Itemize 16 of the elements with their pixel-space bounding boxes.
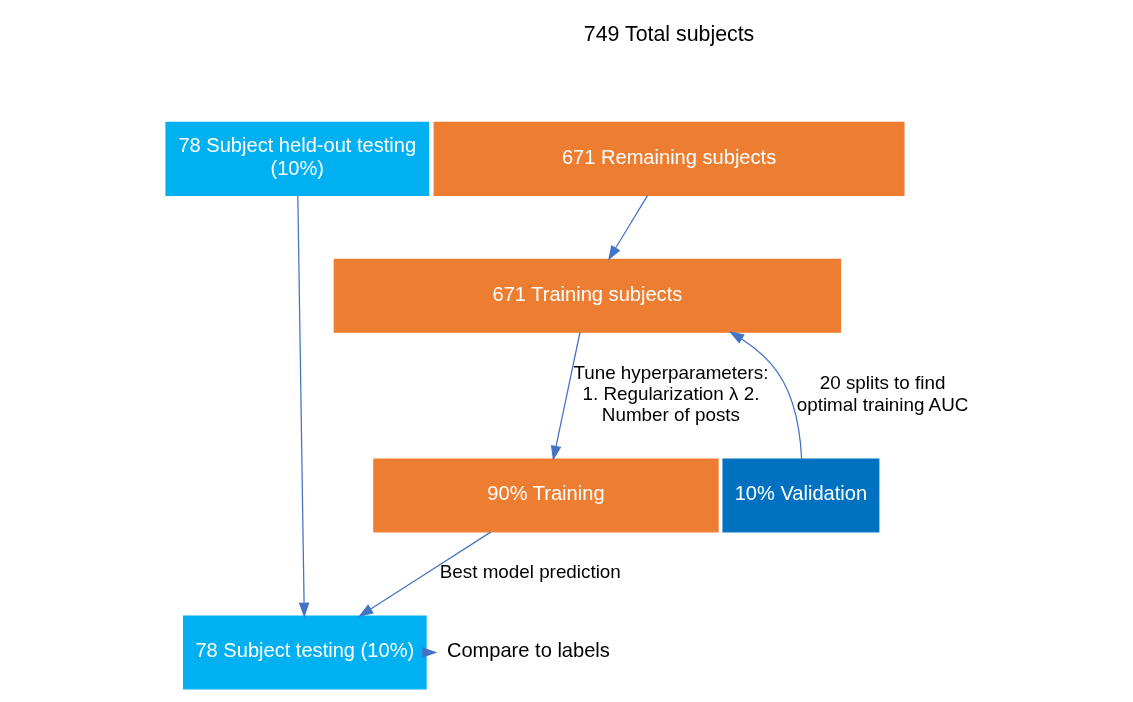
node-box: 78 Subject held-out testing (10%): [164, 121, 429, 196]
node-box: 671 Remaining subjects: [433, 121, 905, 196]
arrow: [421, 647, 437, 658]
arrow: [296, 194, 309, 618]
edge-label: 20 splits to find optimal training AUC: [796, 372, 968, 415]
arrow: [728, 331, 802, 460]
node-box: 90% Training: [372, 458, 719, 533]
arrow: [357, 531, 491, 617]
node-box: 671 Training subjects: [333, 258, 841, 333]
edge-label: Tune hyperparameters: 1. Regularization λ 2. Number of posts: [572, 361, 768, 426]
arrow: [550, 331, 581, 461]
node-box: 10% Validation: [721, 458, 879, 533]
edge-label: Best model prediction: [439, 561, 621, 583]
label: 749 Total subjects: [583, 21, 754, 46]
arrow: [607, 194, 648, 261]
node-text: Compare to labels: [446, 639, 610, 662]
